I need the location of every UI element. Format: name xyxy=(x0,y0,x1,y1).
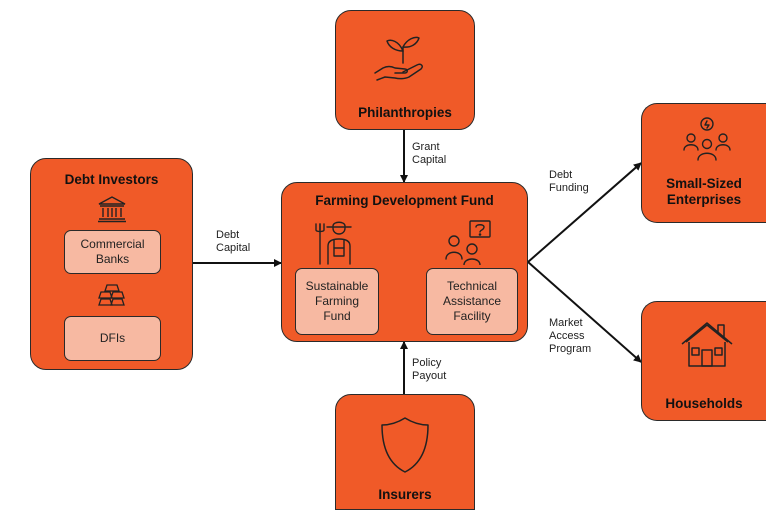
node-philanthropies: Philanthropies xyxy=(335,10,475,130)
advisor-question-icon xyxy=(445,220,491,265)
label-grant-capital: Grant Capital xyxy=(412,141,447,166)
node-insurers: Insurers xyxy=(335,394,475,510)
node-small-sized-enterprises: Small-Sized Enterprises xyxy=(641,103,766,223)
label-market-access: Market Access Program xyxy=(549,317,592,355)
node-households: Households xyxy=(641,301,766,421)
edge-debt-funding xyxy=(527,162,642,263)
node-title: Households xyxy=(665,396,743,411)
node-title: Farming Development Fund xyxy=(315,193,494,208)
shield-icon xyxy=(381,417,429,473)
house-icon xyxy=(681,322,733,367)
node-debt-investors: Debt Investors Commercial Banks DFIs xyxy=(30,158,193,370)
node-title: Insurers xyxy=(378,487,432,502)
bank-icon xyxy=(98,196,126,223)
sub-commercial-banks: Commercial Banks xyxy=(64,230,161,274)
sub-technical-assistance-facility: Technical Assistance Facility xyxy=(426,268,518,335)
node-title: Small-Sized Enterprises xyxy=(666,176,742,207)
farmer-icon xyxy=(315,221,352,265)
node-title: Philanthropies xyxy=(358,105,452,120)
sub-sustainable-farming-fund: Sustainable Farming Fund xyxy=(295,268,379,335)
edge-market-access xyxy=(527,261,642,363)
node-farming-development-fund: Farming Development Fund Sustainable Far… xyxy=(281,182,528,342)
sub-dfis: DFIs xyxy=(64,316,161,361)
team-idea-icon xyxy=(683,117,731,161)
hand-sprout-icon xyxy=(374,36,423,81)
node-title: Debt Investors xyxy=(64,172,159,187)
gold-bars-icon xyxy=(98,284,125,306)
label-debt-capital: Debt Capital xyxy=(216,229,251,254)
label-policy-payout: Policy Payout xyxy=(412,357,447,382)
label-debt-funding: Debt Funding xyxy=(549,169,589,194)
